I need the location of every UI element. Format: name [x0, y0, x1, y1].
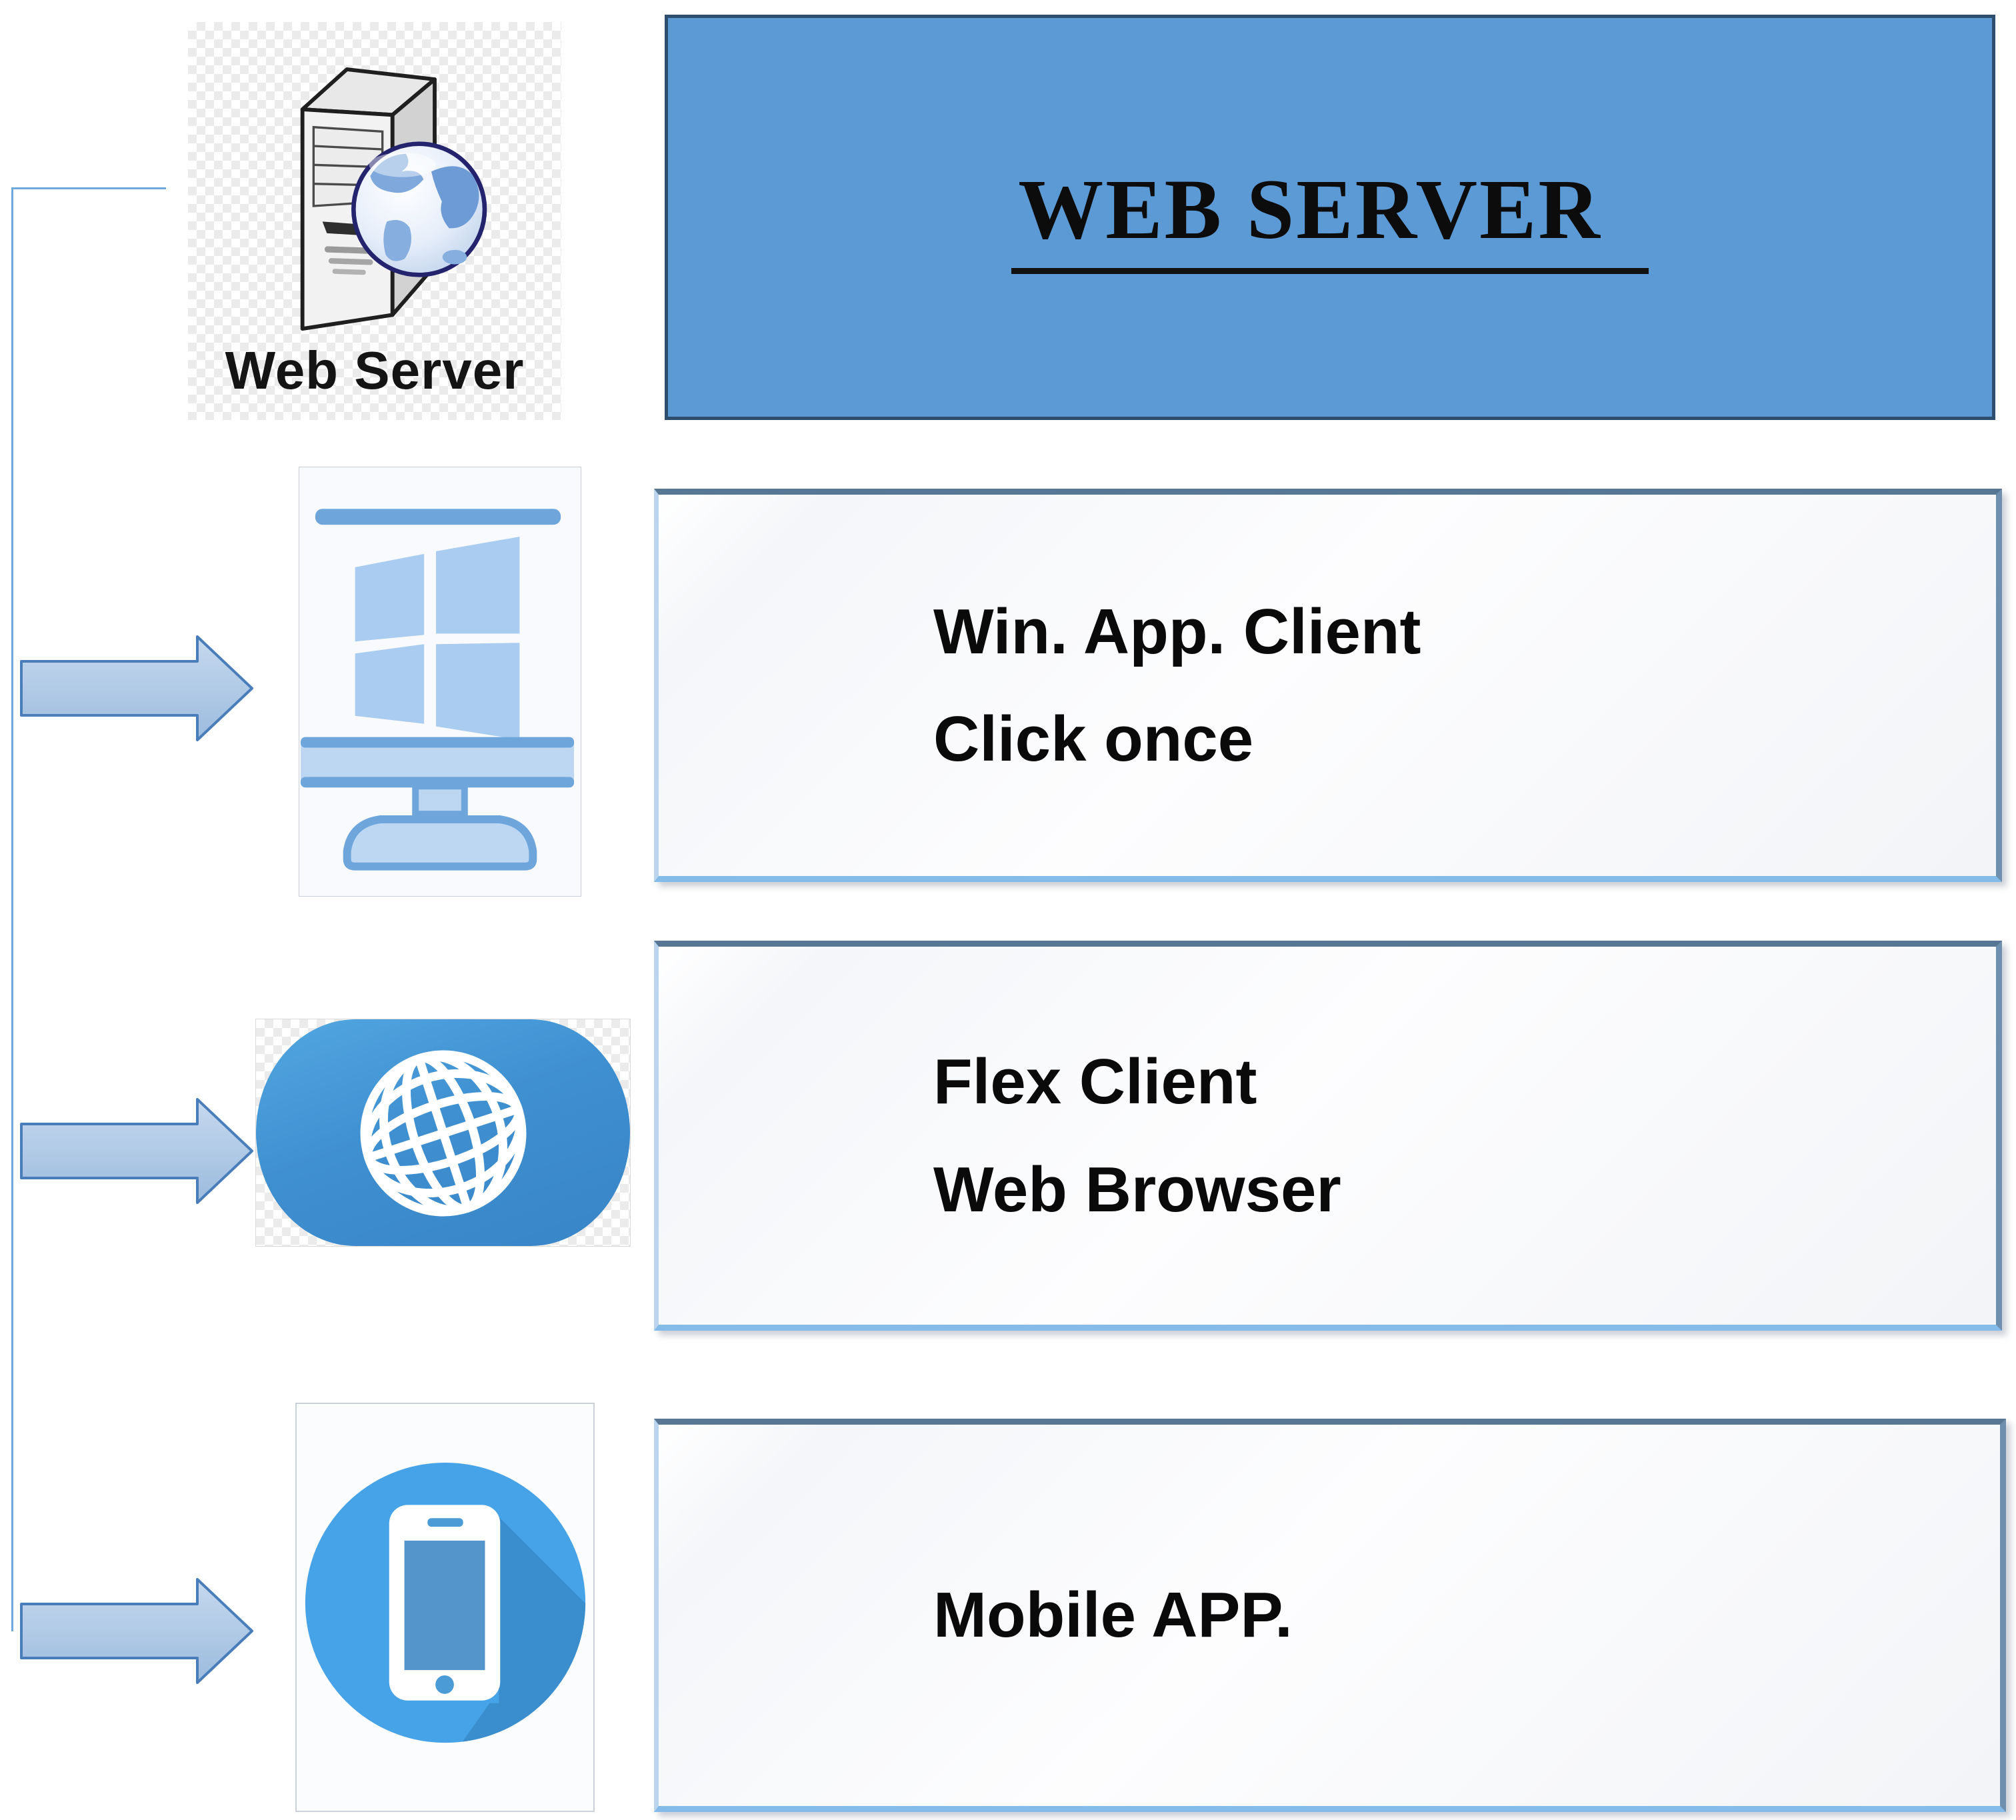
flex-client-box: Flex Client Web Browser: [654, 941, 2002, 1331]
globe-wireframe-icon: [360, 1050, 527, 1217]
windows-monitor-icon: [300, 509, 575, 871]
flex-client-label: Flex Client: [933, 1046, 1257, 1118]
connector-trunk-line: [11, 187, 13, 1631]
mobile-phone-icon-tile: [295, 1403, 595, 1812]
connector-branch-line: [11, 187, 166, 189]
web-server-icon-tile: Web Server: [188, 22, 561, 420]
mobile-phone-icon: [305, 1462, 586, 1743]
win-app-client-label: Win. App. Client: [933, 595, 1421, 667]
arrow-right-icon: [20, 1578, 253, 1684]
web-browser-label: Web Browser: [933, 1153, 1341, 1225]
server-tower-globe-icon: [300, 67, 487, 331]
mobile-app-box: Mobile APP.: [654, 1419, 2006, 1812]
arrow-right-icon: [20, 635, 253, 741]
mobile-app-label: Mobile APP.: [933, 1579, 1293, 1651]
windows-monitor-icon-tile: [299, 467, 581, 897]
browser-globe-icon-tile: [255, 1019, 631, 1247]
win-app-client-box: Win. App. Client Click once: [654, 489, 2002, 882]
arrow-right-icon: [20, 1098, 253, 1204]
click-once-label: Click once: [933, 703, 1254, 775]
web-server-label: Web Server: [225, 341, 525, 400]
web-server-title: WEB SERVER: [1011, 161, 1649, 274]
web-server-title-box: WEB SERVER: [665, 15, 1995, 420]
